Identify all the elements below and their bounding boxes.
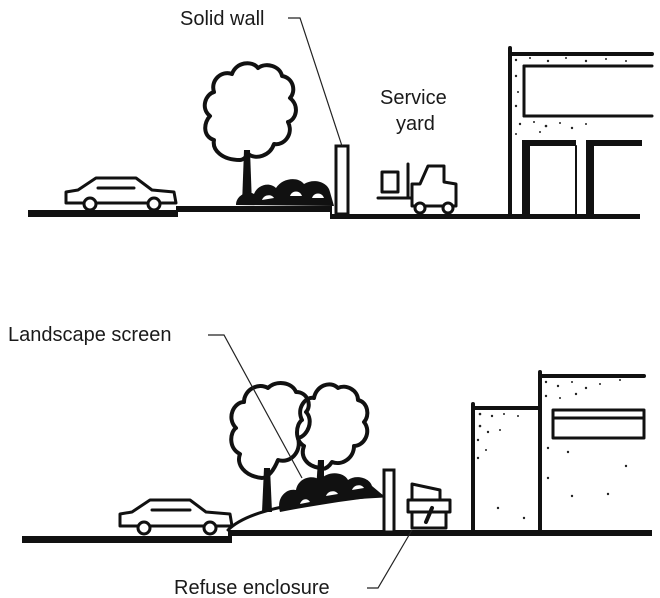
top-building-icon <box>508 46 654 216</box>
bottom-shrubs-icon <box>279 473 384 512</box>
top-car-icon <box>64 176 178 212</box>
stipple-texture <box>476 379 628 520</box>
bottom-section: Landscape screen Refuse enclosure <box>8 324 652 598</box>
bottom-car-icon <box>118 498 234 536</box>
service-yard-label-line1: Service <box>380 87 447 109</box>
refuse-enclosure-label: Refuse enclosure <box>174 577 330 598</box>
solid-wall-label: Solid wall <box>180 8 264 30</box>
landscape-screen-label: Landscape screen <box>8 324 171 346</box>
top-tree-icon <box>202 61 298 205</box>
refuse-bin-icon <box>406 482 452 530</box>
forklift-icon <box>376 162 458 215</box>
refuse-enclosure-leader-line <box>367 529 413 589</box>
landscape-screen-leader-line <box>208 334 303 479</box>
bottom-ground-line <box>22 530 652 543</box>
solid-wall-leader-line <box>288 17 343 147</box>
service-yard-label-line2: yard <box>396 113 435 135</box>
top-shrubs-icon <box>236 179 334 206</box>
low-wall-icon <box>382 468 396 534</box>
solid-wall-icon <box>334 144 350 216</box>
top-ground-line <box>28 206 640 219</box>
bottom-tree-left-icon <box>229 381 312 512</box>
stipple-texture <box>514 57 627 135</box>
top-section: Solid wall Service yard <box>28 8 654 219</box>
bottom-building-icon <box>471 370 646 534</box>
